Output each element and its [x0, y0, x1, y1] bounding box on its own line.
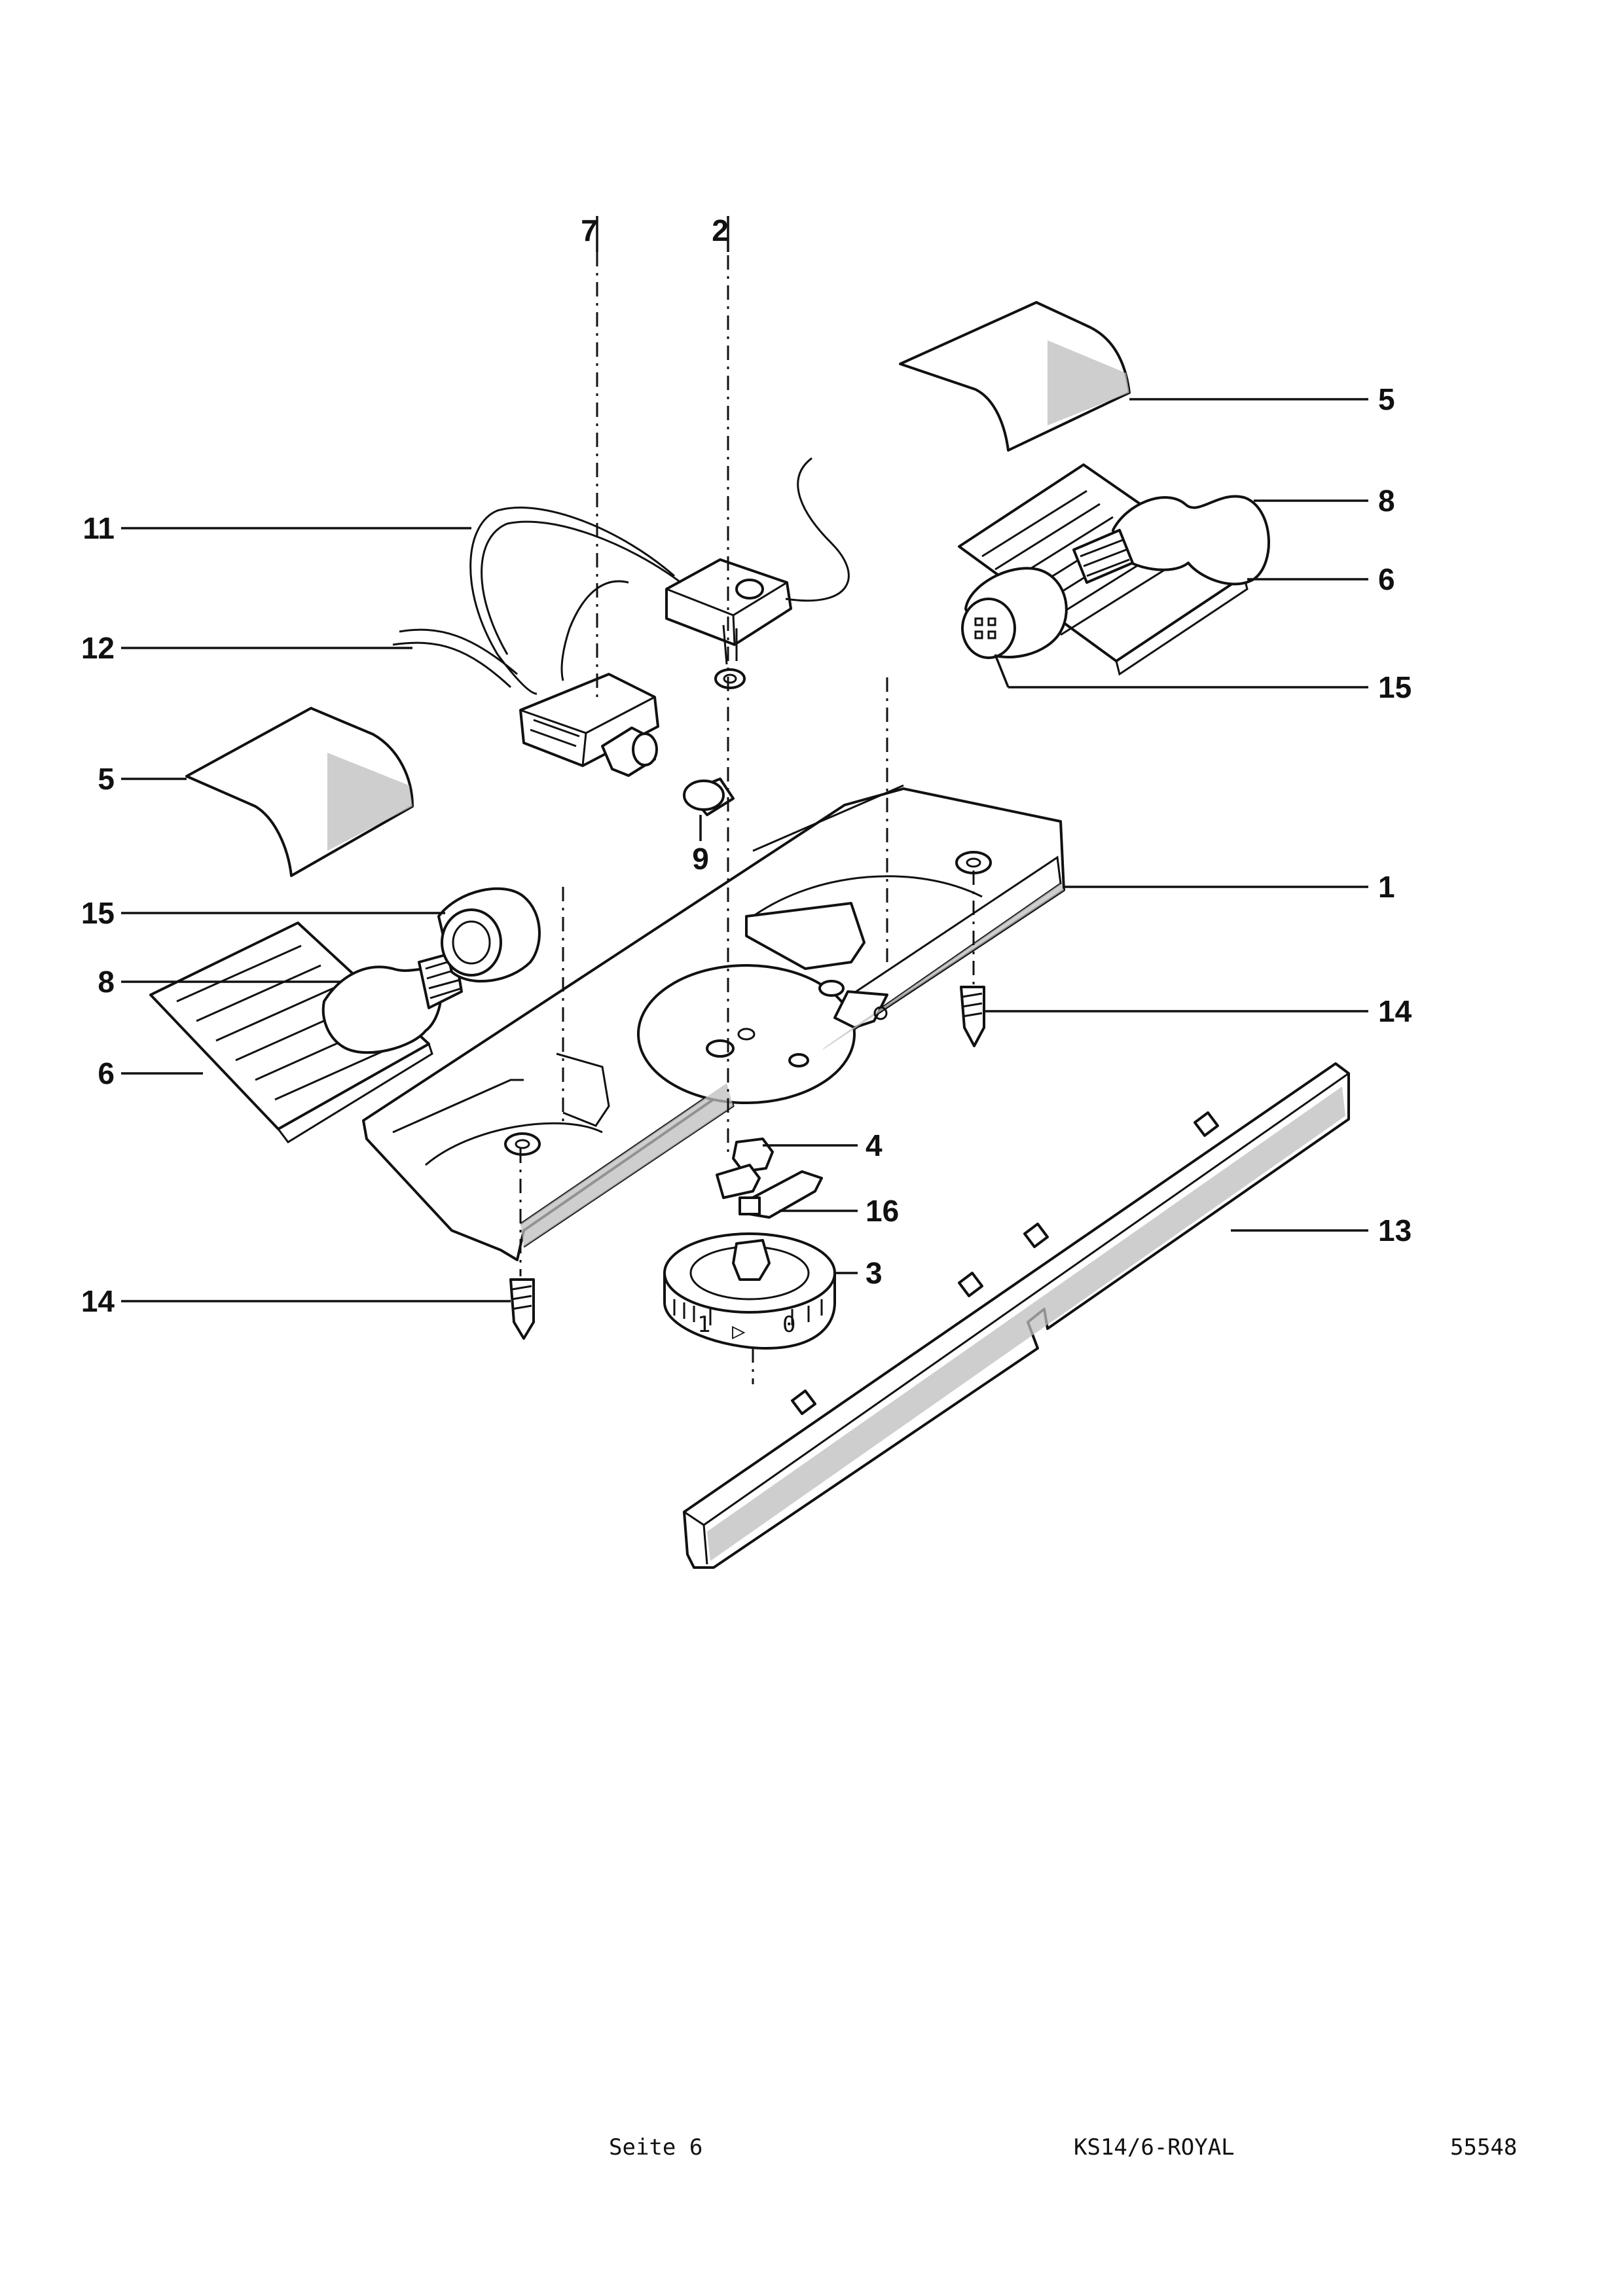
- switch-part-2: [665, 457, 850, 689]
- cable-unit-parts-7-11-12: [392, 507, 735, 816]
- footer-model-name: KS14/6-ROYAL: [1074, 2134, 1235, 2161]
- bulb-part-8-right: [1072, 495, 1270, 586]
- bulb-part-8-left: [321, 951, 463, 1054]
- holder-part-15-left: [437, 887, 541, 983]
- callout-7: 7: [581, 213, 598, 247]
- callout-labels: 7 2 5 8 11 6 12 15 5 9 1 15 8 14 6 4 16 …: [81, 213, 1412, 1318]
- assembly-axes: [519, 252, 975, 1384]
- dial-mark-zero: 0: [782, 1312, 795, 1338]
- callout-5-left: 5: [98, 762, 115, 796]
- callout-5-right: 5: [1378, 382, 1395, 416]
- callout-9: 9: [692, 842, 709, 876]
- dial-part-3: 1 ▷ 0: [663, 1232, 836, 1350]
- callout-14-left: 14: [81, 1284, 115, 1318]
- dial-mark-one: 1: [697, 1312, 710, 1338]
- callout-8-left: 8: [98, 965, 115, 999]
- callout-1: 1: [1378, 870, 1395, 904]
- front-strip-part-13: [683, 1062, 1350, 1569]
- callout-6-left: 6: [98, 1056, 115, 1090]
- callout-15-right: 15: [1378, 670, 1412, 704]
- callout-14-right: 14: [1378, 994, 1412, 1028]
- clip-part-4: [716, 1138, 774, 1199]
- callout-8-right: 8: [1378, 484, 1395, 518]
- cover-part-5-left: [185, 707, 414, 877]
- callout-4: 4: [866, 1128, 883, 1162]
- cover-part-5-right: [899, 301, 1131, 452]
- callout-16: 16: [866, 1194, 899, 1228]
- clip-part-16: [739, 1170, 823, 1219]
- footer-document-number: 55548: [1450, 2134, 1517, 2161]
- dial-mark-arrow: ▷: [732, 1318, 746, 1344]
- callout-11: 11: [82, 511, 115, 545]
- page-footer: Seite 6 KS14/6-ROYAL 55548: [609, 2134, 1517, 2161]
- callout-13: 13: [1378, 1213, 1412, 1247]
- housing-part-1: [362, 784, 1065, 1261]
- leader-lines: [121, 216, 1368, 1302]
- callout-2: 2: [712, 213, 729, 247]
- reflector-part-6-left: [149, 922, 433, 1143]
- footer-page-number: Seite 6: [609, 2134, 702, 2161]
- callout-3: 3: [866, 1256, 883, 1290]
- holder-part-15-right: [961, 567, 1068, 659]
- callout-12: 12: [81, 631, 115, 665]
- callout-6-right: 6: [1378, 562, 1395, 596]
- callout-15-left: 15: [81, 896, 115, 930]
- screw-part-14-right: [960, 986, 985, 1047]
- screw-part-14-left: [509, 1278, 535, 1340]
